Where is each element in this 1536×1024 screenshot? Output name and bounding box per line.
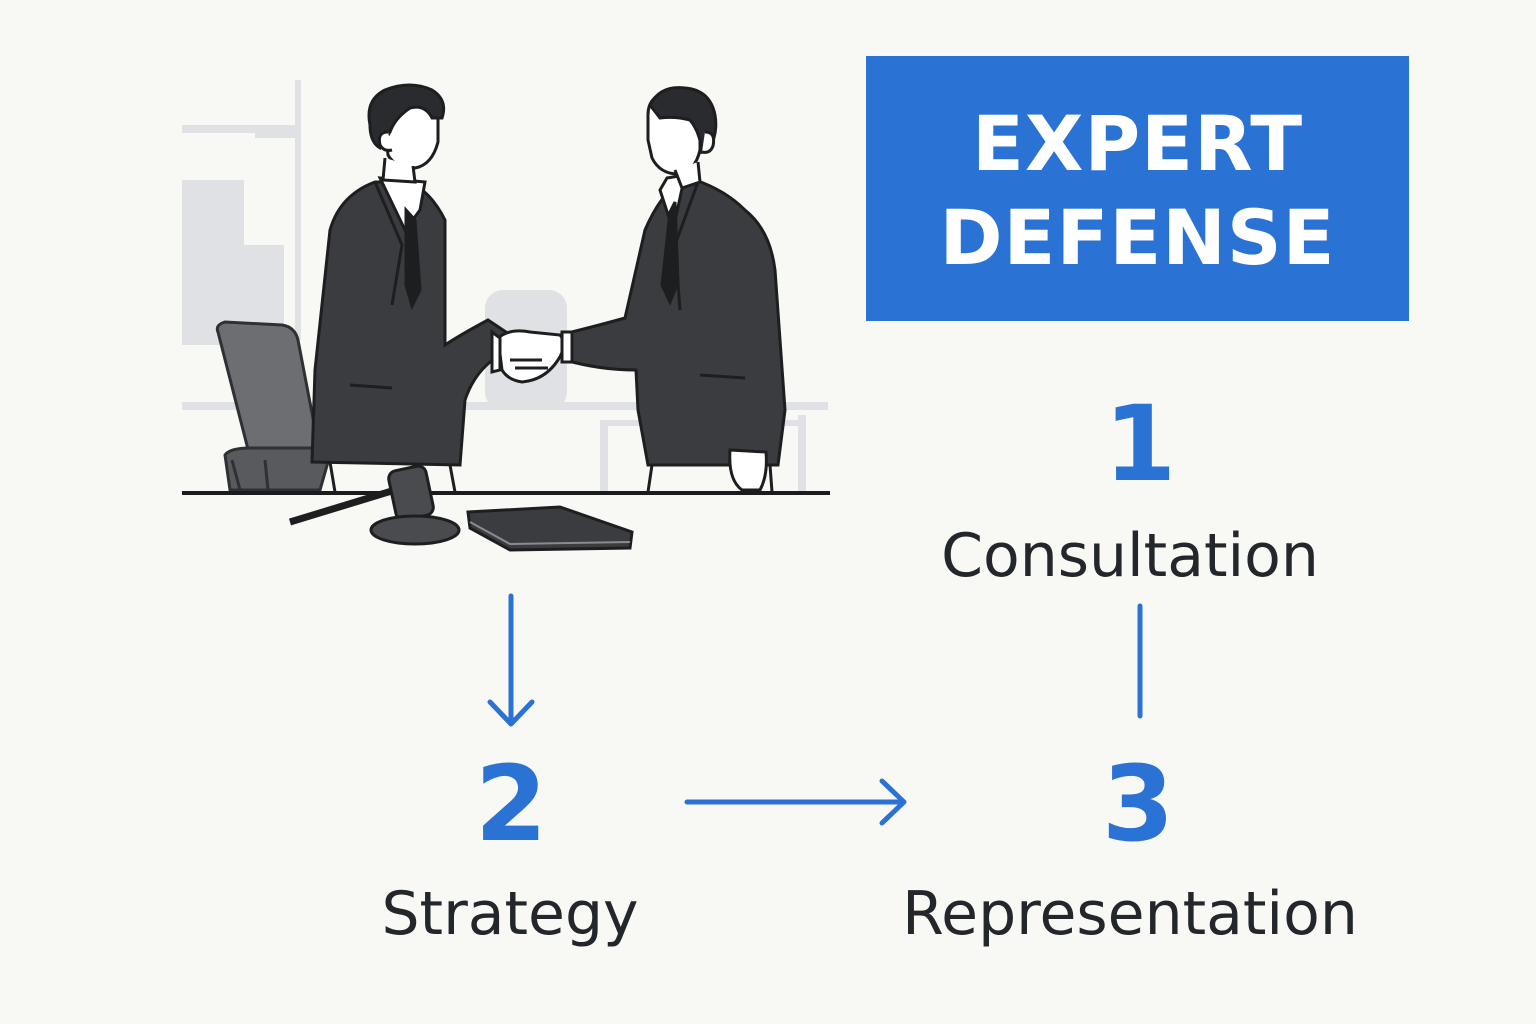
office-chair xyxy=(215,320,330,492)
handshake-hands xyxy=(490,329,574,384)
arrow-down-to-step-2 xyxy=(487,593,535,727)
step-3-label: Representation xyxy=(902,879,1358,949)
banner-title-line-1: EXPERT xyxy=(971,98,1304,188)
step-2-label: Strategy xyxy=(381,879,639,949)
gavel xyxy=(288,464,461,546)
step-1-number: 1 xyxy=(1103,383,1177,505)
title-banner: EXPERT DEFENSE xyxy=(866,56,1409,321)
handshake-illustration xyxy=(182,80,830,552)
banner-title-line-2: DEFENSE xyxy=(939,192,1336,282)
step-2-number: 2 xyxy=(474,743,548,865)
step-1-label: Consultation xyxy=(941,521,1319,591)
lawyer-right xyxy=(558,86,787,493)
lawyer-left xyxy=(310,83,518,493)
arrow-step-2-to-step-3 xyxy=(684,778,907,826)
step-3-number: 3 xyxy=(1101,743,1175,865)
folder xyxy=(466,505,634,552)
desk-edge xyxy=(182,491,830,495)
